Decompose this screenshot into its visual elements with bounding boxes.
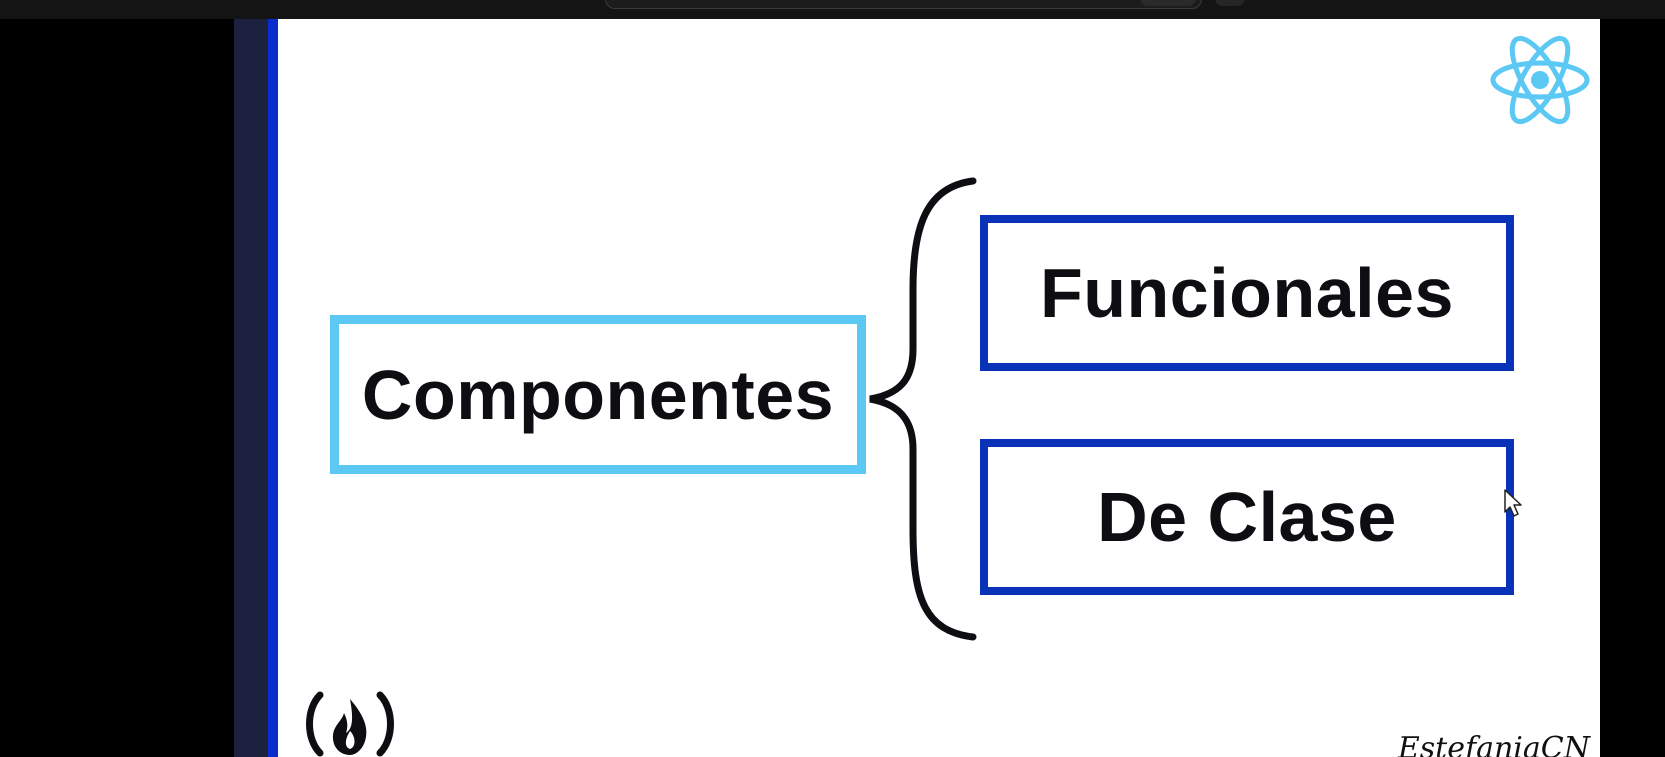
slide-left-accent — [268, 19, 278, 757]
address-bar[interactable] — [605, 0, 1202, 9]
address-bar-button[interactable] — [1140, 0, 1196, 6]
browser-top-bar — [0, 0, 1665, 19]
de-clase-label: De Clase — [1097, 478, 1397, 556]
curly-brace — [869, 177, 977, 641]
toolbar-button[interactable] — [1215, 0, 1245, 6]
react-logo-icon — [1490, 35, 1590, 125]
freecodecamp-logo-icon — [306, 691, 394, 757]
de-clase-box: De Clase — [980, 439, 1514, 595]
funcionales-label: Funcionales — [1040, 254, 1454, 332]
componentes-box: Componentes — [330, 315, 866, 474]
presentation-slide: Componentes Funcionales De Clase Estefan… — [278, 19, 1600, 757]
funcionales-box: Funcionales — [980, 215, 1514, 371]
author-signature: EstefaniaCN — [1397, 731, 1590, 757]
componentes-label: Componentes — [361, 355, 835, 434]
mouse-cursor-icon — [1504, 489, 1522, 517]
